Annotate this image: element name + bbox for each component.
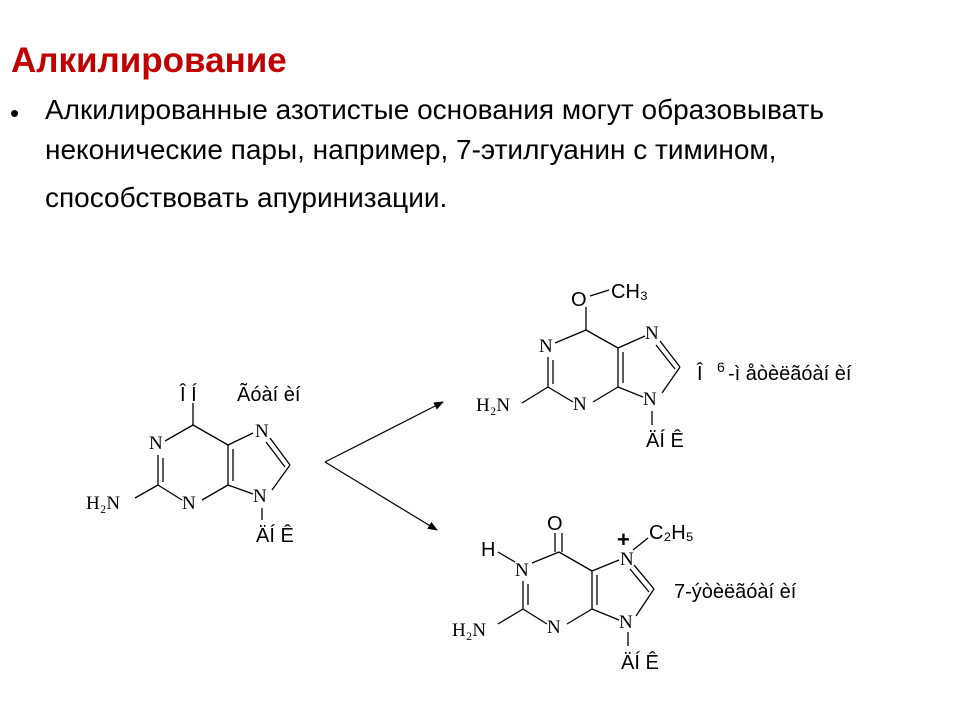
- o6-methylguanine-structure: N N N N H₂N O CH₃ Î 6 -ì åòèëãóàí èí ÄÍ …: [476, 281, 852, 452]
- arrow-to-o6-methylguanine: [324, 401, 444, 463]
- o6-n1-label: N: [539, 336, 553, 357]
- o6-methylguanine-bonds: [521, 289, 681, 425]
- guanine-name-label: Ãóàí èí: [237, 382, 301, 406]
- n7-name-label: 7-ýòèëãóàí èí: [674, 581, 797, 603]
- n7-n1-label: N: [515, 560, 529, 581]
- bullet-text: Алкилированные азотистые основания могут…: [45, 94, 945, 214]
- n7-oxygen-label: O: [547, 513, 563, 535]
- o6-methyl-label: CH₃: [611, 281, 648, 303]
- n7-ethylguanine-bonds: [497, 533, 655, 646]
- bullet-line-2: неконические пары, например, 7-этилгуани…: [45, 134, 777, 165]
- o6-name-prefix: Î: [696, 362, 704, 385]
- bullet-line-1: Алкилированные азотистые основания могут…: [45, 94, 824, 125]
- guanine-n1-label: N: [149, 433, 163, 454]
- o6-oxygen-label: O: [571, 289, 587, 311]
- n7-n9-label: N: [619, 612, 633, 633]
- o6-name-superscript: 6: [717, 359, 725, 375]
- n7-n7-label: N: [620, 549, 634, 570]
- n7-charge-label: +: [617, 527, 630, 552]
- n7-hydrogen-label: H: [481, 539, 495, 561]
- o6-n3-label: N: [573, 394, 587, 415]
- guanine-structure: N N N N H₂N Î Í Ãóàí èí ÄÍ Ê: [86, 382, 301, 547]
- guanine-amino-label: H₂N: [86, 493, 120, 514]
- arrow-to-7-ethylguanine: [324, 461, 438, 531]
- o6-sugar-label: ÄÍ Ê: [646, 429, 684, 452]
- guanine-sugar-label: ÄÍ Ê: [256, 524, 294, 547]
- slide-title: Алкилирование: [11, 41, 287, 80]
- o6-amino-label: H₂N: [476, 395, 510, 416]
- o6-n9-label: N: [643, 389, 657, 410]
- guanine-top-label: Î Í: [179, 383, 197, 406]
- n7-n3-label: N: [547, 617, 561, 638]
- n7-ethyl-label: C₂H₅: [649, 522, 694, 544]
- o6-name-suffix: -ì åòèëãóàí èí: [728, 363, 852, 385]
- reaction-arrows: [324, 401, 444, 531]
- guanine-n9-label: N: [253, 486, 267, 507]
- n7-amino-label: H₂N: [452, 620, 486, 641]
- guanine-n7-label: N: [255, 421, 269, 442]
- n7-sugar-label: ÄÍ Ê: [621, 651, 659, 674]
- guanine-n3-label: N: [182, 493, 196, 514]
- bullet-marker: •: [10, 98, 20, 128]
- o6-n7-label: N: [645, 323, 659, 344]
- n7-ethylguanine-structure: N N N N H₂N H O + C₂H₅ 7-ýòèëãóàí èí ÄÍ …: [452, 513, 797, 674]
- bullet-line-3: способствовать апуринизации.: [45, 182, 448, 213]
- guanine-bonds: [134, 403, 291, 520]
